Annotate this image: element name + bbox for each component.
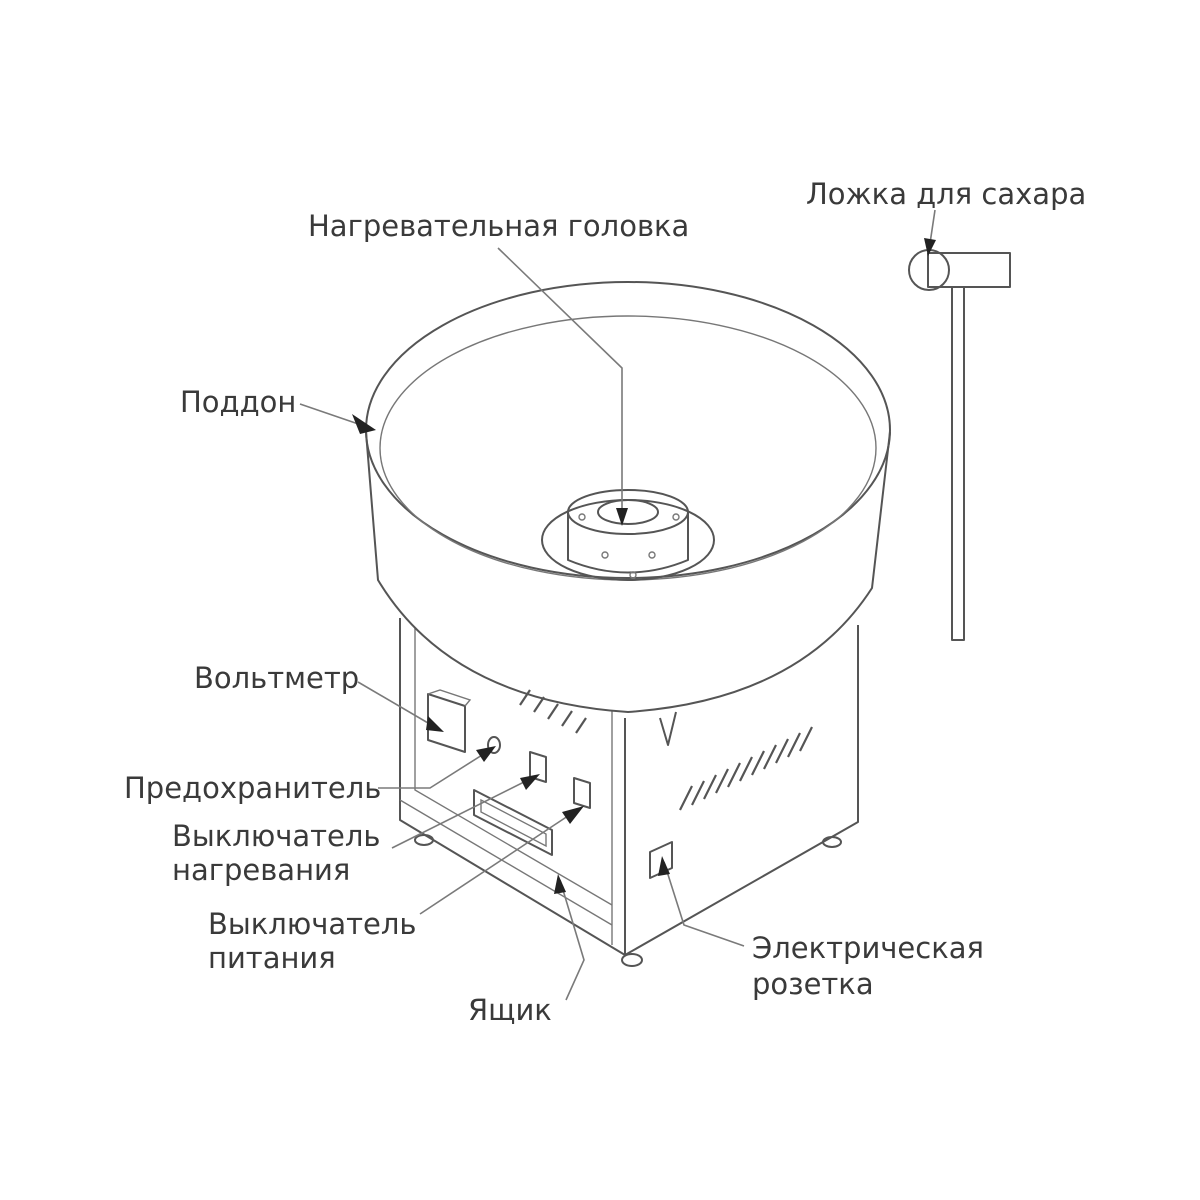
heating-switch-housing xyxy=(529,751,547,783)
heating-head xyxy=(541,489,715,581)
control-panel xyxy=(427,689,673,879)
fuse-holder xyxy=(487,736,501,754)
pan xyxy=(365,281,891,713)
power-socket-housing xyxy=(649,841,673,879)
label-heating-switch-line1: Выключатель xyxy=(172,819,381,853)
power-switch-housing xyxy=(573,777,591,809)
sugar-spoon xyxy=(908,249,1011,641)
label-drawer: Ящик xyxy=(468,993,552,1027)
side-vents xyxy=(519,689,813,811)
drawer-handle xyxy=(473,789,553,856)
label-pan: Поддон xyxy=(180,385,296,419)
leader-lines xyxy=(299,209,936,1001)
label-voltmeter: Вольтметр xyxy=(194,661,359,695)
label-fuse: Предохранитель xyxy=(124,771,381,805)
machine-cabinet xyxy=(399,618,859,967)
label-power-switch-line1: Выключатель xyxy=(208,907,417,941)
label-heating-head: Нагревательная головка xyxy=(308,209,689,243)
label-sugar-spoon: Ложка для сахара xyxy=(806,177,1086,211)
labels: Нагревательная головка Ложка для сахара … xyxy=(124,177,1086,1027)
label-socket-line2: розетка xyxy=(752,967,874,1001)
label-power-switch-line2: питания xyxy=(208,941,336,975)
label-heating-switch-line2: нагревания xyxy=(172,853,350,887)
label-socket-line1: Электрическая xyxy=(752,931,984,965)
